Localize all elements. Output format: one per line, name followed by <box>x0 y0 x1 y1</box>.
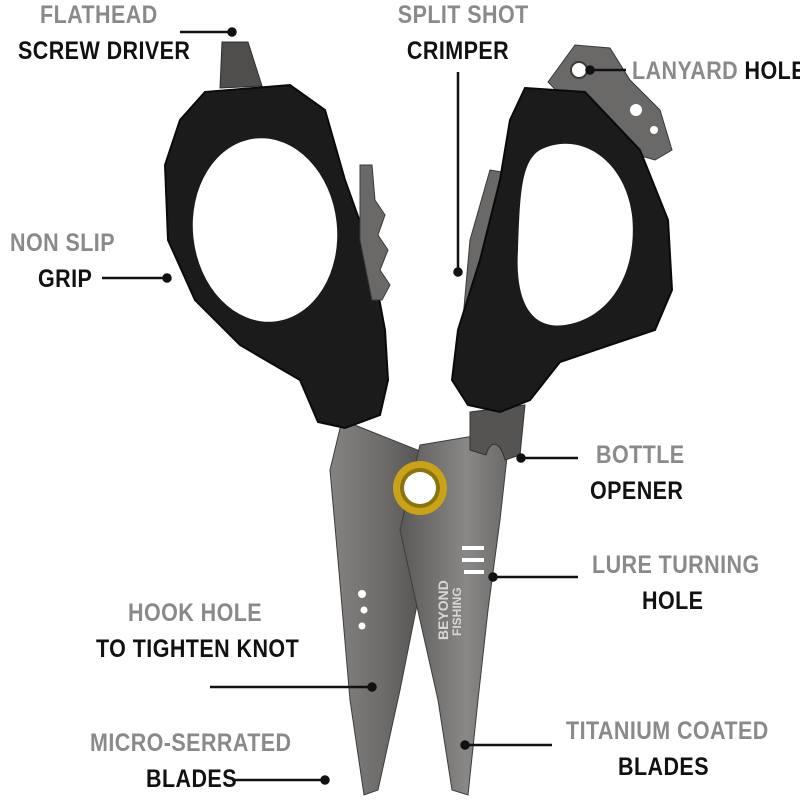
label-flathead-line1: FLATHEAD <box>40 1 158 29</box>
label-lure-line1: LURE TURNING <box>592 551 760 579</box>
lanyard-hole <box>570 61 588 79</box>
lure-slot <box>462 558 484 562</box>
label-lanyard-b: HOLE <box>744 57 800 85</box>
label-non-slip-line1: NON SLIP <box>10 229 115 257</box>
right-blade <box>399 429 511 796</box>
label-micro-line2: BLADES <box>146 765 237 793</box>
label-titanium-line2: BLADES <box>618 753 709 781</box>
label-titanium-line1: TITANIUM COATED <box>566 717 769 745</box>
label-split-shot-line2: CRIMPER <box>406 37 510 65</box>
label-micro-line1: MICRO-SERRATED <box>90 729 292 757</box>
lure-slot <box>464 570 484 574</box>
label-non-slip-line2: GRIP <box>38 265 93 293</box>
label-flathead-line2: SCREW DRIVER <box>18 37 191 65</box>
bottle-opener <box>469 404 526 461</box>
hook-hole <box>360 606 368 614</box>
label-lanyard-a: LANYARD <box>632 57 739 85</box>
hook-hole <box>358 622 366 630</box>
screwdriver-tip <box>219 41 263 89</box>
left-handle-hole <box>192 138 338 322</box>
label-hook-line1: HOOK HOLE <box>128 599 263 627</box>
right-handle-hole <box>517 143 633 326</box>
label-bottle-line2: OPENER <box>590 477 684 505</box>
label-bottle-line1: BOTTLE <box>596 441 685 469</box>
label-lure-line2: HOLE <box>642 587 704 615</box>
hook-hole <box>358 590 366 598</box>
lure-slot <box>462 546 484 550</box>
label-lanyard: LANYARD HOLE <box>632 56 800 86</box>
label-split-shot-line1: SPLIT SHOT <box>397 1 529 29</box>
brand-line2: FISHING <box>450 587 464 636</box>
brand-line1: BEYOND <box>435 580 451 640</box>
label-hook-line2: TO TIGHTEN KNOT <box>96 635 300 663</box>
left-crimper <box>359 164 391 301</box>
